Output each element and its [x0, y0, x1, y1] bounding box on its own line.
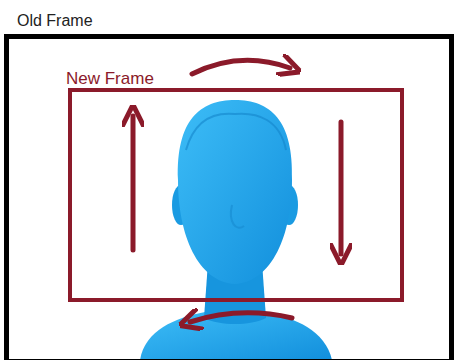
old-frame: Old FrameNew Frame — [4, 34, 454, 360]
avatar-figure — [140, 100, 332, 360]
motion-arrows — [133, 60, 341, 322]
frame-label: New Frame — [66, 70, 154, 89]
new-frame: New Frame — [68, 88, 404, 302]
frame-label: Old Frame — [17, 12, 93, 30]
